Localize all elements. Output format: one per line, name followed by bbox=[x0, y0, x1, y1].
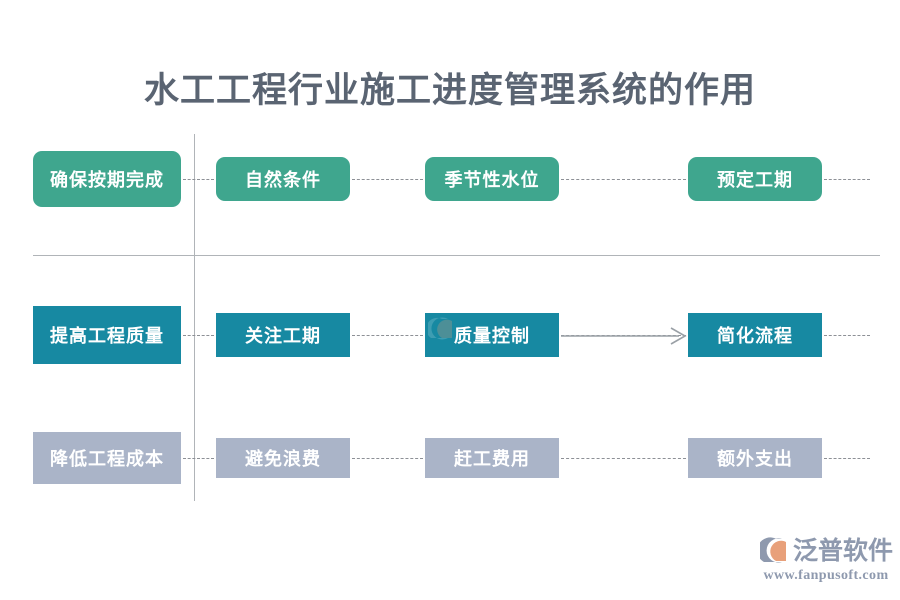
box-row1-item1[interactable]: 确保按期完成 bbox=[33, 151, 181, 207]
vertical-divider-line bbox=[194, 134, 195, 501]
row-benefit-cost: 降低工程成本 避免浪费 赶工费用 额外支出 bbox=[0, 432, 900, 484]
logo-text: 泛普软件 bbox=[793, 537, 894, 565]
box-row1-item3[interactable]: 季节性水位 bbox=[425, 157, 559, 201]
box-row3-item1[interactable]: 降低工程成本 bbox=[33, 432, 181, 484]
connector-row2-1 bbox=[183, 335, 214, 336]
logo-watermark: 泛普软件 www.fanpusoft.com bbox=[757, 535, 894, 587]
page-title: 水工工程行业施工进度管理系统的作用 bbox=[143, 71, 756, 110]
connector-row3-2 bbox=[352, 458, 423, 459]
row-benefit-schedule: 确保按期完成 自然条件 季节性水位 预定工期 bbox=[0, 151, 900, 207]
box-row3-item2[interactable]: 避免浪费 bbox=[216, 438, 350, 478]
box-row3-item4[interactable]: 额外支出 bbox=[688, 438, 822, 478]
box-row2-item4[interactable]: 简化流程 bbox=[688, 313, 822, 357]
connector-row2-2 bbox=[352, 335, 423, 336]
box-row2-item1[interactable]: 提高工程质量 bbox=[33, 306, 181, 364]
box-row3-item3[interactable]: 赶工费用 bbox=[425, 438, 559, 478]
connector-row2-4 bbox=[824, 335, 870, 336]
connector-row3-3 bbox=[561, 458, 686, 459]
connector-row1-1 bbox=[183, 179, 214, 180]
connector-row1-4 bbox=[824, 179, 870, 180]
logo-url: www.fanpusoft.com bbox=[763, 568, 889, 583]
fanpu-logo-icon bbox=[757, 537, 790, 565]
connector-row3-1 bbox=[183, 458, 214, 459]
box-row2-item3[interactable]: 质量控制 bbox=[425, 313, 559, 357]
connector-row1-2 bbox=[352, 179, 423, 180]
box-row2-item2[interactable]: 关注工期 bbox=[216, 313, 350, 357]
horizontal-divider-line bbox=[33, 255, 880, 256]
connector-row3-4 bbox=[824, 458, 870, 459]
connector-row1-3 bbox=[561, 179, 686, 180]
box-row1-item4[interactable]: 预定工期 bbox=[688, 157, 822, 201]
row-benefit-quality: 提高工程质量 关注工期 质量控制 简化流程 bbox=[0, 306, 900, 364]
arrow-right-icon bbox=[561, 326, 689, 346]
box-row1-item2[interactable]: 自然条件 bbox=[216, 157, 350, 201]
